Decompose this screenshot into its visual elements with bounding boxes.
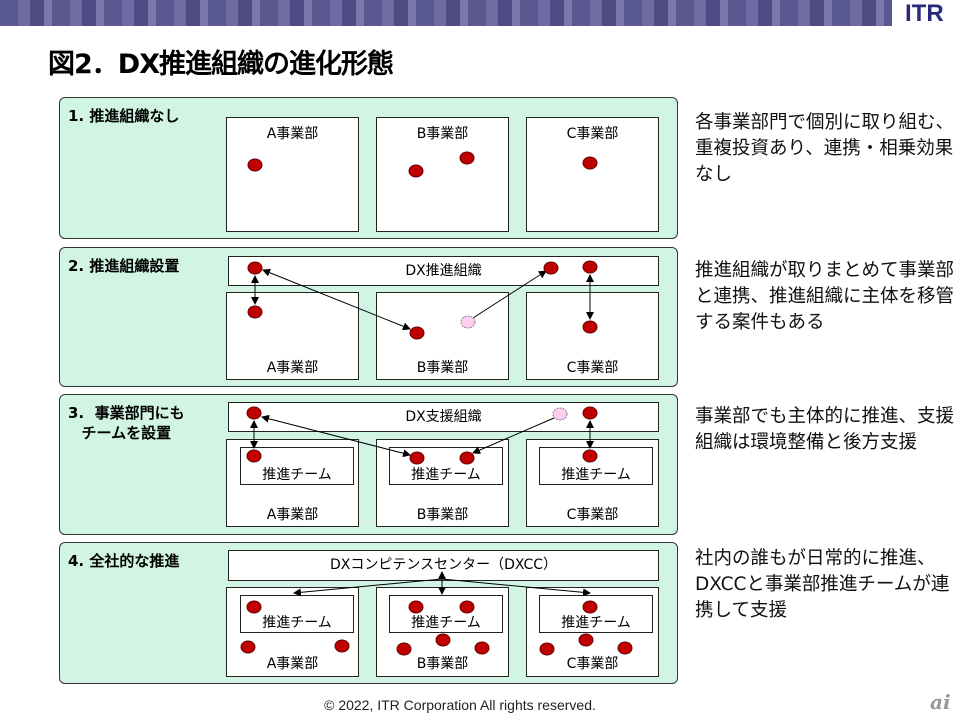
initiative-dot <box>582 320 598 334</box>
team-c: 推進チーム <box>539 595 653 633</box>
connection-arrow <box>441 578 591 597</box>
initiative-dot <box>474 641 490 655</box>
initiative-dot <box>459 151 475 165</box>
initiative-dot <box>409 451 425 465</box>
initiative-dot <box>247 261 263 275</box>
initiative-dot <box>459 451 475 465</box>
initiative-dot <box>582 449 598 463</box>
stage-2-label: 2. 推進組織設置 <box>68 257 180 275</box>
connection-arrow <box>262 268 411 331</box>
initiative-dot <box>539 642 555 656</box>
connection-arrow <box>261 414 411 458</box>
unit-b: B事業部 <box>376 117 509 232</box>
initiative-dot <box>459 600 475 614</box>
stage-1-label: 1. 推進組織なし <box>68 107 180 125</box>
initiative-dot <box>582 600 598 614</box>
stage-3-label: 3. 事業部門にも チームを設置 <box>68 404 185 442</box>
initiative-dot <box>435 633 451 647</box>
stage-4-description: 社内の誰もが日常的に推進、DXCCと事業部推進チームが連携して支援 <box>695 548 950 621</box>
stage-1-description: 各事業部門で個別に取り組む、重複投資あり、連携・相乗効果なし <box>695 112 955 185</box>
connection-arrow <box>293 578 443 597</box>
transfer-dot <box>552 407 568 421</box>
initiative-dot <box>246 406 262 420</box>
itr-logo: ITR <box>905 0 944 27</box>
initiative-dot <box>543 261 559 275</box>
initiative-dot <box>334 639 350 653</box>
transfer-dot <box>460 315 476 329</box>
stage-3-description: 事業部でも主体的に推進、支援組織は環境整備と後方支援 <box>695 406 955 453</box>
initiative-dot <box>582 260 598 274</box>
page-title: 図2．DX推進組織の進化形態 <box>48 49 394 80</box>
initiative-dot <box>396 642 412 656</box>
initiative-dot <box>408 600 424 614</box>
initiative-dot <box>247 305 263 319</box>
initiative-dot <box>582 156 598 170</box>
initiative-dot <box>578 633 594 647</box>
initiative-dot <box>246 449 262 463</box>
watermark-logo: ai <box>930 690 951 714</box>
initiative-dot <box>582 406 598 420</box>
initiative-dot <box>246 600 262 614</box>
initiative-dot <box>247 158 263 172</box>
unit-a: A事業部 <box>226 117 359 232</box>
connection-arrow <box>472 417 555 454</box>
initiative-dot <box>617 641 633 655</box>
initiative-dot <box>240 640 256 654</box>
copyright: © 2022, ITR Corporation All rights reser… <box>324 697 596 713</box>
stage-4-label: 4. 全社的な推進 <box>68 552 180 570</box>
initiative-dot <box>409 326 425 340</box>
initiative-dot <box>408 164 424 178</box>
unit-c: C事業部 <box>526 117 659 232</box>
header-banner <box>0 0 892 26</box>
team-b: 推進チーム <box>389 595 503 633</box>
stage-2-description: 推進組織が取りまとめて事業部と連携、推進組織に主体を移管する案件もある <box>695 260 955 333</box>
connection-arrow <box>472 270 547 319</box>
